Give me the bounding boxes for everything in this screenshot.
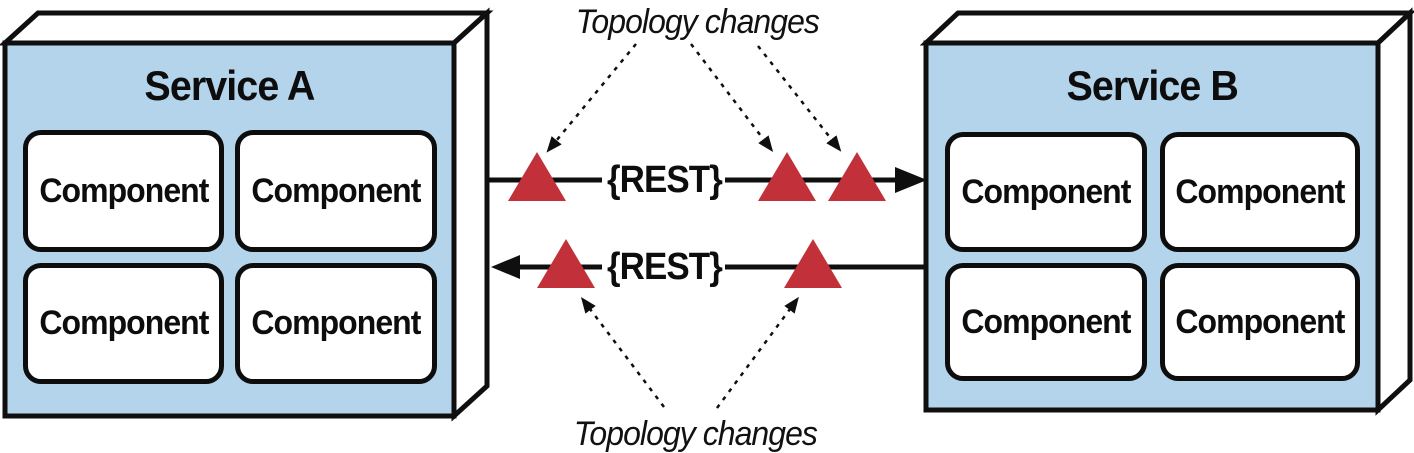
service-a-right-face	[451, 7, 490, 422]
topology-change-triangle-icon	[828, 152, 886, 201]
annotation-arrows-bottom	[580, 296, 799, 409]
annotation-arrow	[715, 296, 799, 409]
component-box: Component	[23, 263, 224, 384]
service-b-right-face	[1375, 7, 1413, 416]
component-box: Component	[1160, 132, 1360, 252]
rest-label-top: {REST}	[594, 156, 734, 204]
component-box: Component	[235, 130, 437, 252]
service-b-top-face	[919, 10, 1414, 46]
service-b-title: Service B	[926, 62, 1378, 110]
component-label: Component	[251, 304, 421, 342]
component-label: Component	[1175, 302, 1345, 341]
component-label: Component	[1175, 172, 1345, 211]
topology-annotation-bottom-text: Topology changes	[573, 414, 817, 453]
component-box: Component	[1160, 263, 1360, 381]
topology-annotation-top: Topology changes	[557, 0, 837, 44]
rest-label-bottom: {REST}	[594, 243, 734, 291]
component-box: Component	[945, 263, 1147, 381]
component-label: Component	[251, 171, 421, 210]
rest-label-bottom-text: {REST}	[606, 245, 723, 288]
connection-top	[487, 152, 927, 201]
component-label: Component	[38, 304, 209, 342]
service-a-top-face	[0, 10, 494, 46]
component-label: Component	[961, 172, 1131, 211]
annotation-arrow	[690, 43, 774, 152]
component-box: Component	[23, 130, 224, 252]
topology-change-triangle-icon	[784, 239, 842, 288]
topology-annotation-top-text: Topology changes	[575, 2, 819, 41]
component-box: Component	[945, 132, 1147, 252]
annotation-arrow	[546, 43, 637, 153]
service-a-title-text: Service A	[144, 62, 315, 109]
topology-change-triangle-icon	[537, 239, 595, 288]
connection-bottom	[491, 239, 926, 288]
component-box: Component	[235, 263, 437, 384]
component-label: Component	[961, 302, 1131, 341]
component-label: Component	[38, 171, 209, 210]
connection-bottom-arrowhead	[491, 255, 520, 279]
service-b-title-text: Service B	[1066, 62, 1238, 109]
topology-annotation-bottom: Topology changes	[555, 412, 835, 453]
topology-change-triangle-icon	[758, 152, 816, 201]
topology-change-triangle-icon	[508, 152, 566, 201]
rest-label-top-text: {REST}	[606, 158, 723, 201]
service-a-title: Service A	[5, 62, 454, 110]
annotation-arrows-top	[546, 43, 842, 153]
annotation-arrow	[757, 45, 842, 152]
annotation-arrow	[580, 297, 665, 408]
